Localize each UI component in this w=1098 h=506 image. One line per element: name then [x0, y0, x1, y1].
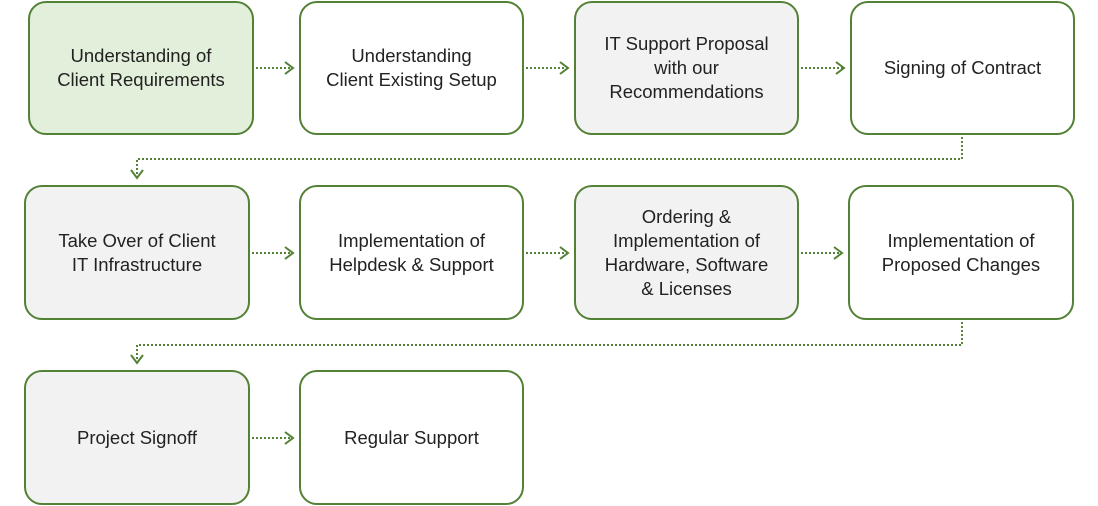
step-take-over-it-infrastructure: Take Over of Client IT Infrastructure	[24, 185, 250, 320]
arrowhead-7-8	[833, 246, 844, 260]
step-it-support-proposal: IT Support Proposal with our Recommendat…	[574, 1, 799, 135]
step-project-signoff: Project Signoff	[24, 370, 250, 505]
arrowhead-9-10	[284, 431, 295, 445]
arrowhead-6-7	[559, 246, 570, 260]
step-ordering-implementation-hardware-software: Ordering & Implementation of Hardware, S…	[574, 185, 799, 320]
arrowhead-4-5	[130, 169, 144, 180]
step-implementation-helpdesk-support: Implementation of Helpdesk & Support	[299, 185, 524, 320]
arrowhead-5-6	[284, 246, 295, 260]
arrowhead-1-2	[284, 61, 295, 75]
connector-8-9	[136, 322, 963, 363]
step-implementation-proposed-changes: Implementation of Proposed Changes	[848, 185, 1074, 320]
arrowhead-3-4	[835, 61, 846, 75]
step-regular-support: Regular Support	[299, 370, 524, 505]
connector-4-5	[136, 137, 963, 178]
arrowhead-8-9	[130, 354, 144, 365]
step-understanding-client-requirements: Understanding of Client Requirements	[28, 1, 254, 135]
step-understanding-client-existing-setup: Understanding Client Existing Setup	[299, 1, 524, 135]
arrowhead-2-3	[559, 61, 570, 75]
step-signing-of-contract: Signing of Contract	[850, 1, 1075, 135]
